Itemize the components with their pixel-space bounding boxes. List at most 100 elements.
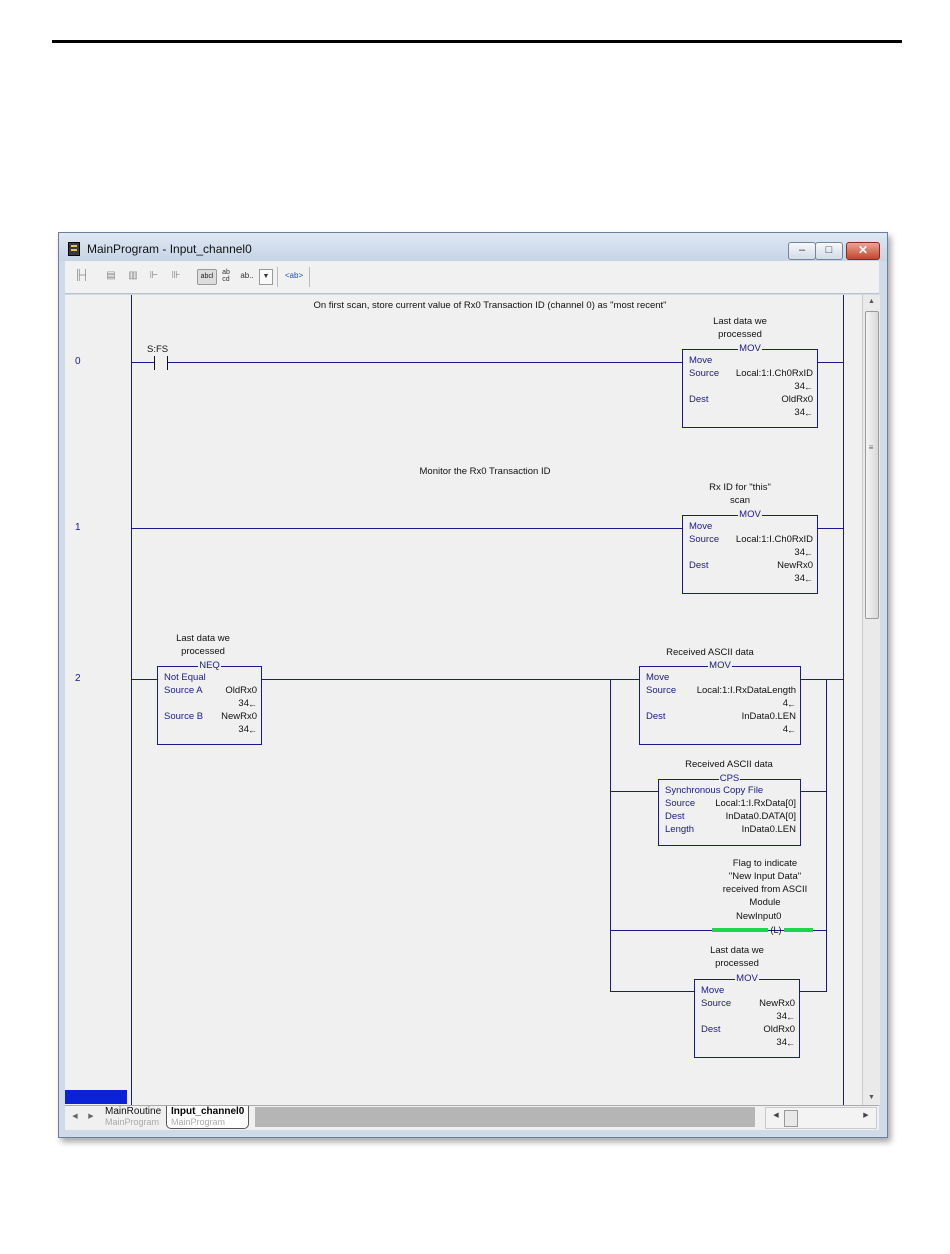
- close-button[interactable]: ✕: [846, 242, 880, 260]
- contact-tag-s-fs[interactable]: S:FS: [147, 344, 169, 355]
- contact-icon[interactable]: ⊩: [149, 270, 159, 281]
- rung-icon[interactable]: ╟┤: [74, 270, 90, 281]
- mov-1-dest-tag[interactable]: NewRx0: [777, 560, 813, 571]
- vertical-scroll-thumb[interactable]: [865, 311, 879, 619]
- mov-0-source-tag[interactable]: Local:1:I.Ch0RxID: [735, 368, 813, 379]
- coil-desc-line-1: Flag to indicate: [732, 858, 798, 869]
- mov-2a-dest-value: 4: [782, 724, 788, 735]
- left-arrow-icon: ←: [786, 1038, 795, 1048]
- rung-1-wire: [131, 528, 683, 529]
- rung-number-2[interactable]: 2: [75, 673, 81, 684]
- neq-desc-line-2: processed: [181, 646, 225, 657]
- tab-input-channel0-program: MainProgram: [171, 1117, 226, 1127]
- mov-0-source-row: Source Local:1:I.Ch0RxID: [689, 368, 813, 380]
- mov-0-source-value-row: 34←: [689, 381, 813, 393]
- coil-tag[interactable]: NewInput0: [736, 911, 782, 922]
- ab-dots-icon[interactable]: ab..: [240, 271, 254, 280]
- close-icon: ✕: [857, 243, 869, 257]
- mov-1-source-tag[interactable]: Local:1:I.Ch0RxID: [735, 534, 813, 545]
- rung-1-comment[interactable]: Monitor the Rx0 Transaction ID: [419, 466, 551, 477]
- branch-icon[interactable]: ▤: [106, 270, 116, 281]
- cps-dest-tag[interactable]: InData0.DATA[0]: [725, 811, 796, 822]
- mov-2a-source-tag[interactable]: Local:1:I.RxDataLength: [696, 685, 796, 696]
- coil-icon[interactable]: ⊪: [171, 270, 181, 281]
- mov-2a-dest-value-row: 4←: [646, 724, 796, 736]
- rung-0-wire: [131, 362, 683, 363]
- mov-2b-dest-tag[interactable]: OldRx0: [763, 1024, 795, 1035]
- right-power-rail: [843, 295, 844, 1105]
- mov-0-dest-tag[interactable]: OldRx0: [781, 394, 813, 405]
- rung-number-1[interactable]: 1: [75, 522, 81, 533]
- minimize-button[interactable]: –: [788, 242, 816, 260]
- ab-dots-dropdown-icon[interactable]: ▼: [259, 269, 273, 285]
- mov-2b-dest-value: 34: [776, 1037, 787, 1048]
- mov-1-dest-value-row: 34←: [689, 573, 813, 585]
- rung-0-comment[interactable]: On first scan, store current value of Rx…: [313, 300, 667, 311]
- rung-2-wire-b: [261, 679, 639, 680]
- ladder-editor[interactable]: 0 On first scan, store current value of …: [65, 295, 862, 1105]
- mov-0-source-label: Source: [689, 368, 720, 379]
- tag-view-icon[interactable]: <ab>: [284, 271, 304, 280]
- tab-next-icon[interactable]: ▶: [88, 1113, 94, 1120]
- neq-desc-line-1: Last data we: [176, 633, 230, 644]
- xic-contact[interactable]: [154, 356, 168, 370]
- cps-source-tag[interactable]: Local:1:I.RxData[0]: [715, 798, 796, 809]
- branch-level-icon[interactable]: ▥: [128, 270, 138, 281]
- maximize-button[interactable]: □: [815, 242, 843, 260]
- toolbar-separator: [277, 267, 278, 287]
- rung-number-0[interactable]: 0: [75, 356, 81, 367]
- mov-2b-source-tag[interactable]: NewRx0: [759, 998, 795, 1009]
- coil-description: Flag to indicate"New Input Data"received…: [705, 857, 825, 909]
- mov-0-dest-value-row: 34←: [689, 407, 813, 419]
- cps-length-tag[interactable]: InData0.LEN: [741, 824, 796, 835]
- scroll-down-icon[interactable]: ▼: [868, 1094, 875, 1101]
- neq-source-a-value: 34: [238, 698, 249, 709]
- scroll-grip-icon: ≡: [868, 443, 874, 452]
- title-bar[interactable]: MainProgram - Input_channel0 – □ ✕: [59, 233, 887, 261]
- vertical-scrollbar[interactable]: ▲ ≡ ▼: [862, 295, 880, 1105]
- scroll-up-icon[interactable]: ▲: [868, 298, 875, 305]
- left-arrow-icon: ←: [804, 574, 813, 584]
- abc-comment-icon[interactable]: abcl: [197, 269, 217, 285]
- mov-1-desc-line-2: scan: [729, 495, 751, 506]
- cps-header: CPS: [718, 773, 741, 784]
- neq-source-a-value-row: 34←: [164, 698, 257, 710]
- horizontal-scrollbar[interactable]: ◀ ▶: [765, 1107, 877, 1129]
- latch-coil[interactable]: (L): [770, 925, 782, 935]
- branch-cps-wire-left: [610, 791, 658, 792]
- cps-description: Received ASCII data: [685, 759, 773, 770]
- mov-0-dest-value: 34: [794, 407, 805, 418]
- branch-mov2-wire-right: [799, 991, 826, 992]
- mov-1-dest-label: Dest: [689, 560, 709, 571]
- energized-wire-right: [784, 928, 813, 932]
- coil-desc-line-3: received from ASCII: [722, 884, 808, 895]
- neq-source-a-tag[interactable]: OldRx0: [225, 685, 257, 696]
- mov-2a-dest-tag[interactable]: InData0.LEN: [741, 711, 796, 722]
- horizontal-scroll-thumb[interactable]: [784, 1110, 798, 1127]
- mov-2b-desc-line-2: processed: [715, 958, 759, 969]
- branch-cps-wire-right: [800, 791, 826, 792]
- neq-source-b-tag[interactable]: NewRx0: [221, 711, 257, 722]
- scroll-left-icon[interactable]: ◀: [773, 1112, 779, 1119]
- routine-window: MainProgram - Input_channel0 – □ ✕ ╟┤ ▤ …: [58, 232, 888, 1138]
- mov-2b-source-value-row: 34←: [701, 1011, 795, 1023]
- mov-0-header: MOV: [738, 343, 762, 354]
- rung-0-wire-right: [817, 362, 843, 363]
- rung-1-wire-right: [817, 528, 843, 529]
- scroll-right-icon[interactable]: ▶: [863, 1112, 869, 1119]
- tab-prev-icon[interactable]: ◀: [72, 1113, 78, 1120]
